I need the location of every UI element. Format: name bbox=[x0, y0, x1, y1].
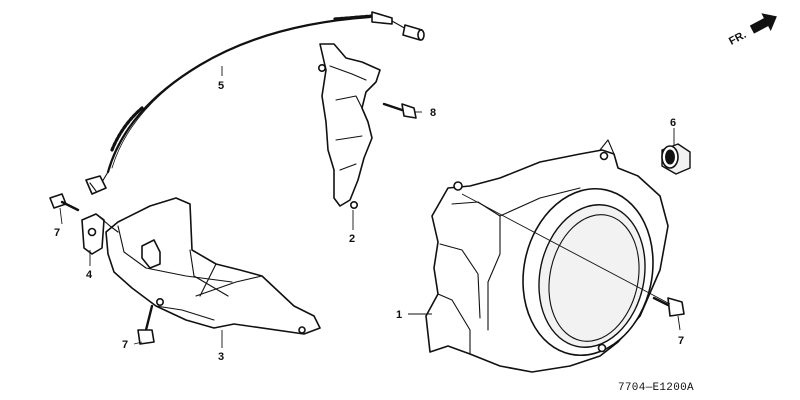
part-7-bolt-upper-left bbox=[49, 193, 80, 212]
part-4-bracket bbox=[81, 213, 119, 255]
callout-5: 5 bbox=[218, 80, 224, 92]
callout-2: 2 bbox=[349, 233, 355, 245]
front-arrow-icon bbox=[749, 13, 777, 34]
callout-4: 4 bbox=[86, 269, 93, 281]
part-6-grommet bbox=[661, 143, 691, 175]
part-7-bolt-lower-left bbox=[137, 304, 155, 345]
part-5-cable bbox=[85, 11, 425, 195]
part-8-bolt bbox=[382, 102, 417, 119]
callout-1: 1 bbox=[396, 309, 402, 321]
front-direction-label: FR. bbox=[727, 29, 748, 48]
diagram-code: 7704—E1200A bbox=[618, 382, 694, 394]
part-2-guide-plate bbox=[317, 43, 381, 210]
callout-6: 6 bbox=[670, 117, 676, 129]
front-direction-indicator: FR. bbox=[727, 13, 777, 48]
part-1-fan-shroud bbox=[425, 139, 669, 373]
callout-3: 3 bbox=[218, 351, 224, 363]
callout-7-lower-left: 7 bbox=[122, 339, 128, 351]
leader-lines bbox=[59, 66, 681, 348]
callout-7-right: 7 bbox=[678, 335, 684, 347]
part-7-bolt-right bbox=[652, 296, 685, 317]
part-3-bottom-plate bbox=[105, 197, 321, 335]
callout-7-upper-left: 7 bbox=[54, 227, 60, 239]
callout-8: 8 bbox=[430, 107, 436, 119]
